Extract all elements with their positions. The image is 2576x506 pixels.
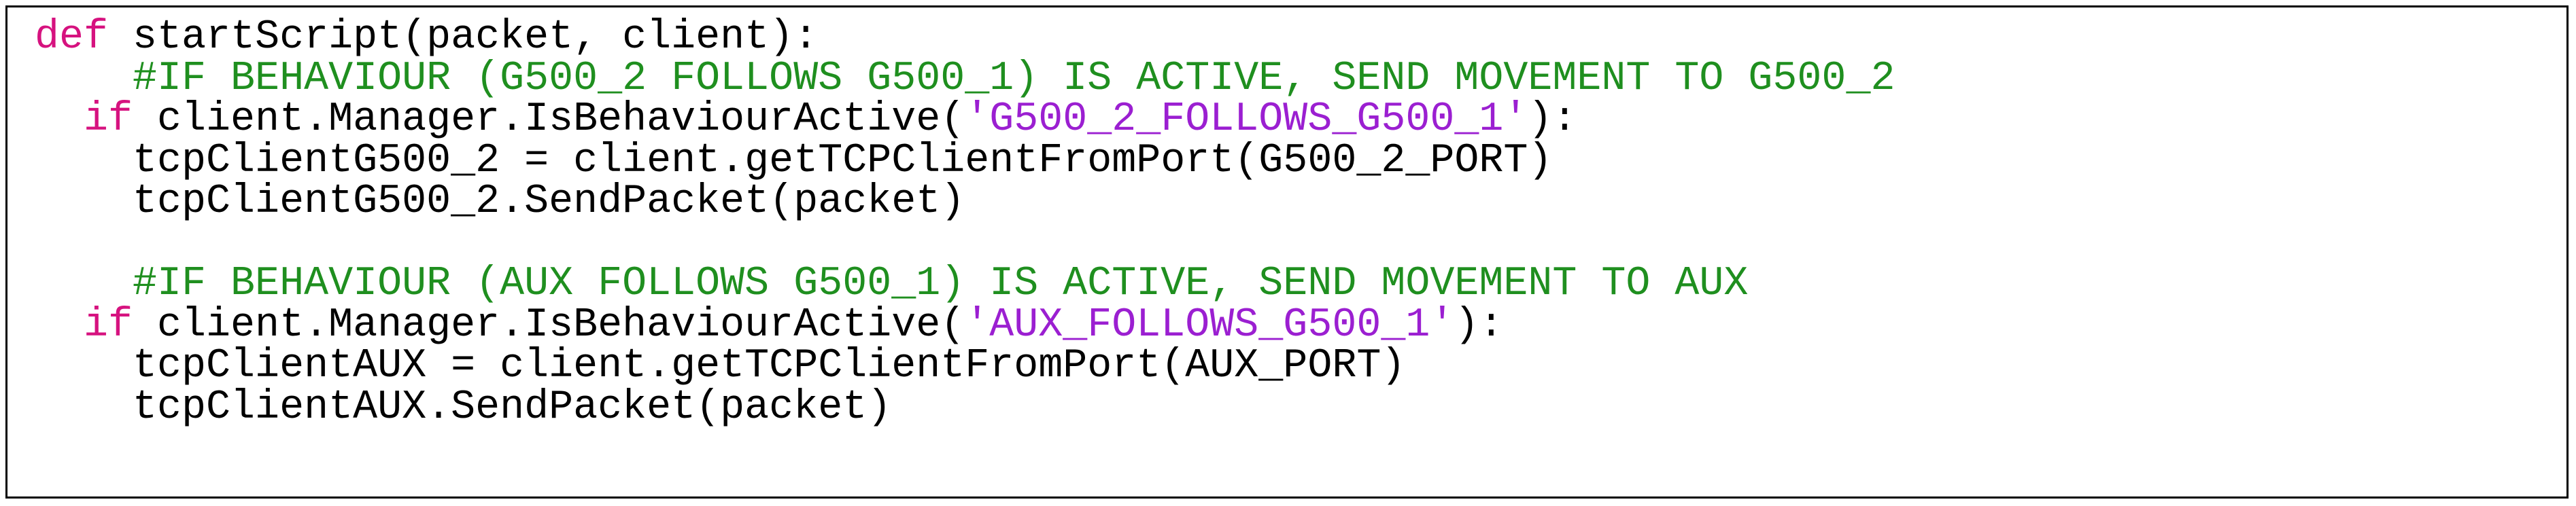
code-line-def: def startScript(packet, client):: [35, 17, 1895, 58]
code-listing: def startScript(packet, client): #IF BEH…: [35, 17, 1895, 428]
code-listing-frame: def startScript(packet, client): #IF BEH…: [5, 5, 2569, 499]
comment-text: #IF BEHAVIOUR (G500_2 FOLLOWS G500_1) IS…: [133, 55, 1895, 102]
code-line-if-1: if client.Manager.IsBehaviourActive('G50…: [35, 99, 1895, 141]
code-line-comment-2: #IF BEHAVIOUR (AUX FOLLOWS G500_1) IS AC…: [35, 264, 1895, 305]
statement-text: tcpClientAUX.SendPacket(packet): [133, 384, 892, 431]
string-literal: 'G500_2_FOLLOWS_G500_1': [965, 96, 1528, 143]
keyword-if: if: [84, 302, 133, 348]
code-line-stmt-2a: tcpClientAUX = client.getTCPClientFromPo…: [35, 346, 1895, 387]
statement-text: tcpClientG500_2 = client.getTCPClientFro…: [133, 137, 1553, 184]
if-condition-prefix: client.Manager.IsBehaviourActive(: [133, 302, 965, 348]
code-line-comment-1: #IF BEHAVIOUR (G500_2 FOLLOWS G500_1) IS…: [35, 58, 1895, 100]
code-line-blank: [35, 223, 1895, 264]
code-line-stmt-1a: tcpClientG500_2 = client.getTCPClientFro…: [35, 137, 1895, 184]
keyword-def: def: [35, 14, 109, 60]
keyword-if: if: [84, 96, 133, 143]
comment-text: #IF BEHAVIOUR (AUX FOLLOWS G500_1) IS AC…: [133, 261, 1749, 307]
code-line-stmt-2b: tcpClientAUX.SendPacket(packet): [35, 384, 1895, 431]
if-condition-prefix: client.Manager.IsBehaviourActive(: [133, 96, 965, 143]
string-literal: 'AUX_FOLLOWS_G500_1': [965, 302, 1455, 348]
if-condition-suffix: ):: [1454, 302, 1504, 348]
if-condition-suffix: ):: [1528, 96, 1577, 143]
statement-text: tcpClientAUX = client.getTCPClientFromPo…: [133, 343, 1406, 389]
statement-text: tcpClientG500_2.SendPacket(packet): [133, 179, 965, 225]
code-line-stmt-1b: tcpClientG500_2.SendPacket(packet): [35, 181, 1895, 223]
function-signature: startScript(packet, client):: [108, 14, 819, 60]
code-line-if-2: if client.Manager.IsBehaviourActive('AUX…: [35, 302, 1895, 348]
